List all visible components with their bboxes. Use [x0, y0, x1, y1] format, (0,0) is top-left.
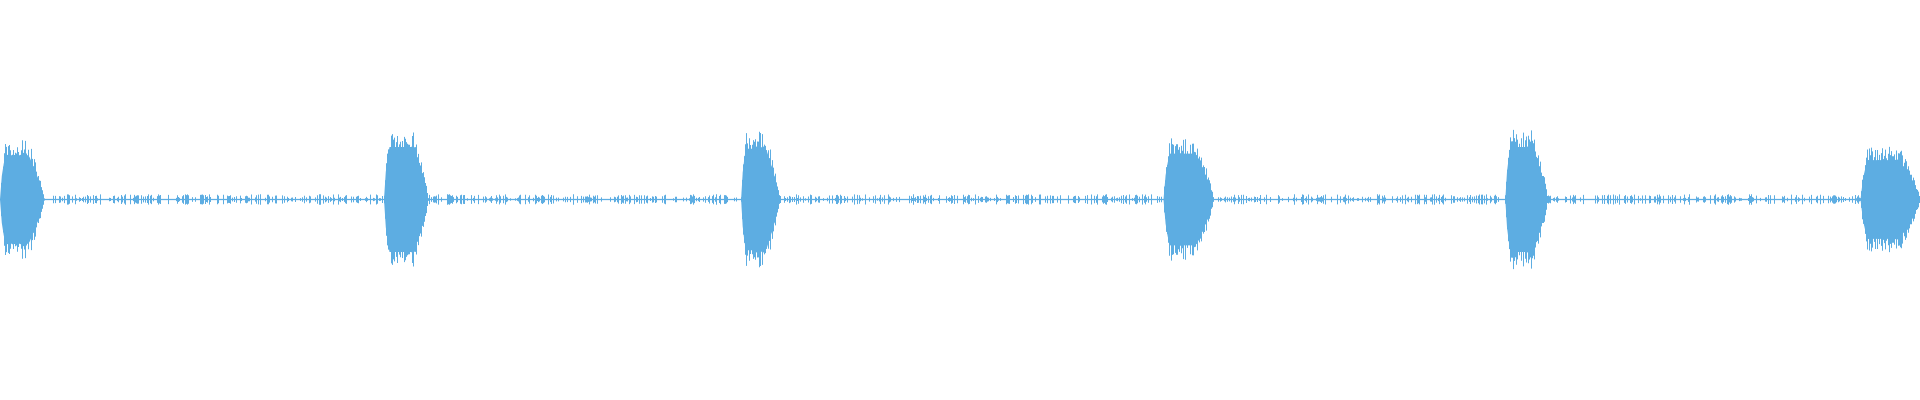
waveform-burst [0, 155, 45, 244]
waveform-burst [1860, 160, 1920, 239]
waveform-burst [1505, 147, 1548, 252]
waveform-burst [741, 148, 780, 251]
waveform-signal [0, 129, 1920, 270]
waveform-burst [1163, 153, 1214, 246]
waveform-burst [384, 147, 429, 252]
